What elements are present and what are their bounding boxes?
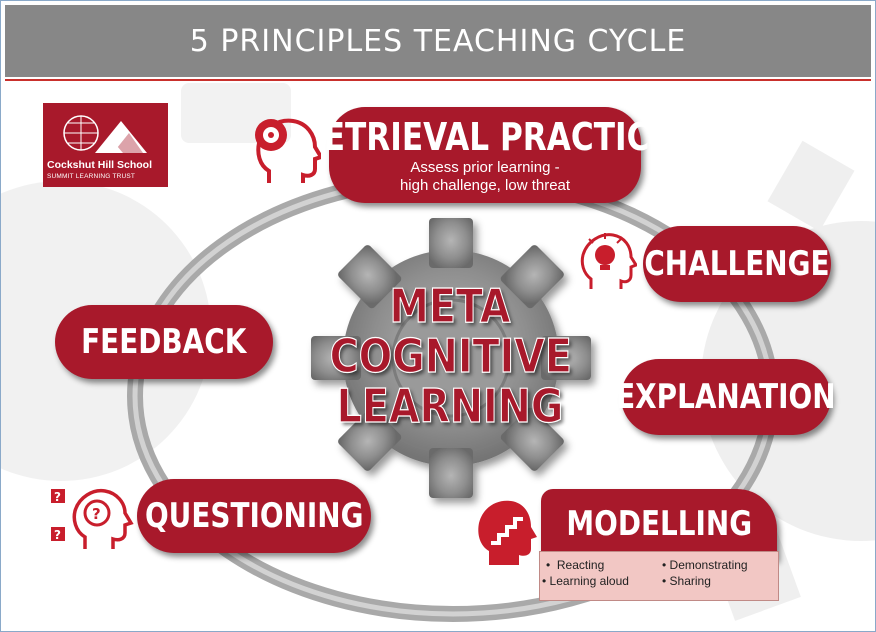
center-line-1: META	[389, 278, 511, 333]
retrieval-practice-sub-1: Assess prior learning -	[410, 159, 560, 176]
questioning-label: QUESTIONING	[144, 496, 364, 536]
center-line-2: COGNITIVE	[329, 328, 572, 383]
title-bar: 5 PRINCIPLES TEACHING CYCLE	[5, 5, 871, 77]
head-stairs-icon	[478, 500, 537, 565]
questioning-box: QUESTIONING	[137, 479, 371, 553]
modelling-bullet-3: • Learning aloud	[542, 574, 629, 588]
modelling-bullet-1: • Reacting	[546, 558, 605, 572]
logo-mountains-icon	[63, 115, 147, 153]
retrieval-practice-sub-2: high challenge, low threat	[399, 177, 571, 194]
head-target-icon	[255, 118, 321, 183]
challenge-box: CHALLENGE	[643, 226, 831, 302]
feedback-label: FEEDBACK	[81, 322, 247, 362]
logo-school-name: Cockshut Hill School	[47, 159, 153, 171]
modelling-label: MODELLING	[566, 504, 752, 544]
modelling-bullet-4: • Sharing	[662, 574, 711, 588]
center-line-3: LEARNING	[336, 378, 564, 433]
modelling-bullet-2: • Demonstrating	[662, 558, 748, 572]
logo-trust-name: SUMMIT LEARNING TRUST	[47, 173, 136, 180]
central-gear	[311, 218, 591, 498]
modelling-box: MODELLING	[541, 489, 777, 559]
challenge-label: CHALLENGE	[644, 244, 830, 284]
title-underline	[5, 79, 871, 81]
explanation-box: EXPLANATION	[616, 359, 836, 435]
school-logo: Cockshut Hill School SUMMIT LEARNING TRU…	[43, 103, 168, 187]
feedback-box: FEEDBACK	[55, 305, 273, 379]
svg-text:?: ?	[54, 490, 61, 504]
head-question-icon: ? ? ?	[51, 488, 134, 549]
head-lightbulb-icon	[580, 233, 637, 289]
svg-text:?: ?	[92, 505, 101, 523]
svg-text:?: ?	[54, 528, 61, 542]
retrieval-practice-label: RETRIEVAL PRACTICE	[299, 115, 671, 159]
modelling-bullets-box: • Reacting • Demonstrating • Learning al…	[539, 551, 779, 601]
page-title: 5 PRINCIPLES TEACHING CYCLE	[189, 23, 687, 59]
retrieval-practice-box: RETRIEVAL PRACTICE Assess prior learning…	[299, 107, 671, 203]
explanation-label: EXPLANATION	[616, 377, 836, 417]
